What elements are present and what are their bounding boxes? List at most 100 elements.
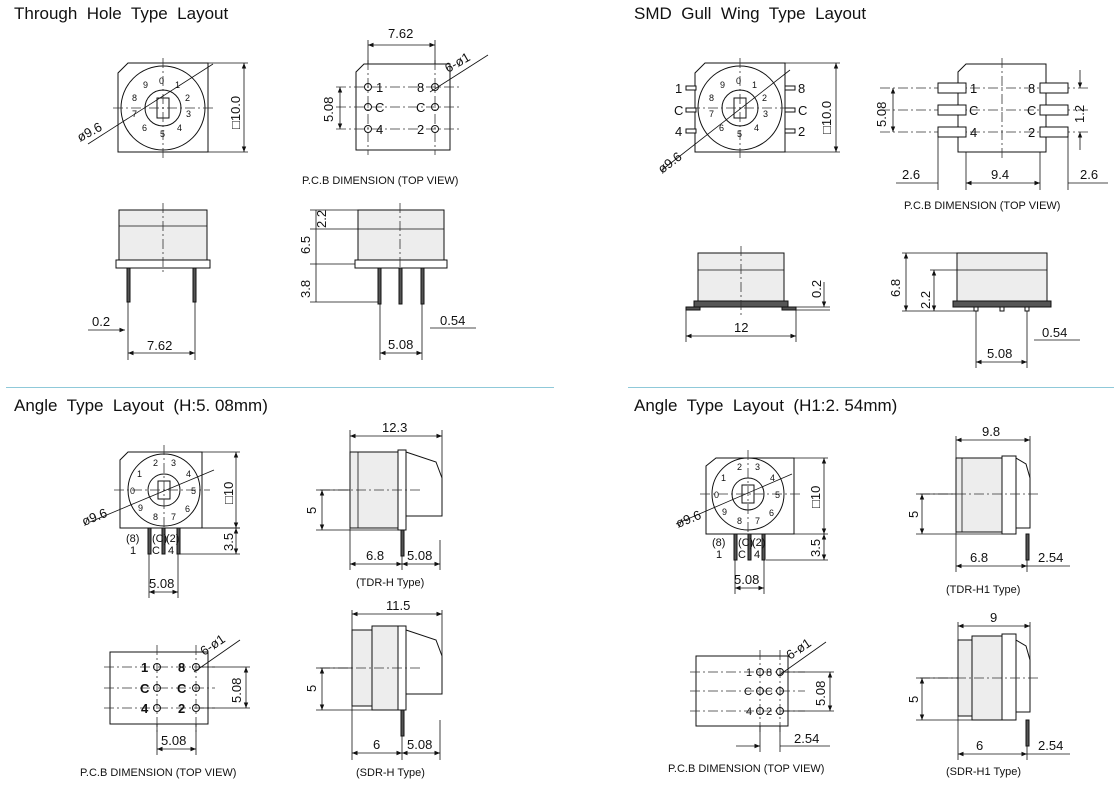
th-dial-7: 7 [132,109,137,119]
angle-h1-pcb-pitch-label: 5.08 [813,681,828,706]
th-side-body-label: 6.5 [298,236,313,254]
smd-top-view: 1 C 4 8 C 2 ø9.6 □10.0 [655,58,840,176]
smd-dial-9: 9 [720,80,725,90]
th-pin-8: 8 [417,80,424,95]
angle-h1-pin-8b: (8) [712,537,725,549]
smd-pcb-pin-2: 2 [1028,125,1035,140]
caption-pcb-dimension-th: P.C.B DIMENSION (TOP VIEW) [302,175,459,187]
angle-h-pcb-pitch-label: 5.08 [229,678,244,703]
angle-h-dial-8: 8 [153,512,158,522]
angle-h1-pcb-span-label: 2.54 [794,731,819,746]
tdr-h-d508-label: 5.08 [407,548,432,563]
title-angle-h1254: Angle Type Layout (H1:2. 54mm) [634,396,898,415]
smd-dia-label: ø9.6 [655,149,685,177]
tdr-h1-d254-label: 2.54 [1038,550,1063,565]
angle-h-front-view: ø9.6 □10 (8) (C) (2) 1 C 4 5.08 3.5 [80,445,240,598]
th-side-top-label: 2.2 [314,210,329,228]
angle-h1-pcb-pin-c-left: C [744,686,752,698]
angle-h-dial-5: 5 [191,486,196,496]
angle-h1-pcb-pin-8: 8 [766,667,772,679]
smd-pcb-pin-c-right: C [1027,103,1036,118]
smd-dial-8: 8 [709,93,714,103]
th-dia-label: ø9.6 [74,119,104,144]
th-side-pinw-label: 0.54 [440,313,465,328]
smd-pin-4: 4 [675,124,682,139]
angle-h1-dial-1: 1 [721,473,726,483]
smd-pcb-pin-8: 8 [1028,81,1035,96]
smd-pcb-pin-4: 4 [970,125,977,140]
th-pin-c-left: C [375,100,384,115]
smd-pin-1: 1 [675,81,682,96]
smd-dial-3: 3 [763,109,768,119]
angle-h-size-label: □10 [221,482,236,504]
smd-pcb-pin-c-left: C [969,103,978,118]
angle-h1-pin-2b: (2) [752,537,765,549]
angle-h1-pin-cb: (C) [738,537,753,549]
title-through-hole: Through Hole Type Layout [14,4,229,23]
th-dial-0: 0 [159,76,164,86]
sdr-h1-height-label: 5 [906,696,921,703]
angle-h-dial-6: 6 [185,504,190,514]
caption-tdr-h: (TDR-H Type) [356,577,425,589]
angle-h-dial-2: 2 [153,458,158,468]
th-dial-1: 1 [175,80,180,90]
smd-pad-right-label: 2.6 [1080,167,1098,182]
th-dial-3: 3 [186,109,191,119]
smd-dial-5: 5 [737,129,742,139]
angle-h1-pcb-pin-1: 1 [746,667,752,679]
angle-h-pcb-span-label: 5.08 [161,733,186,748]
angle-h-dial-4: 4 [186,469,191,479]
tdr-h1-d68-label: 6.8 [970,550,988,565]
angle-h1-pitch-label: 5.08 [734,572,759,587]
smd-side-pinw-label: 0.54 [1042,325,1067,340]
angle-h-pcb-dimension: 1 C 4 8 C 2 6-ø1 5.08 5.08 [104,631,250,755]
angle-h1-dial-5: 5 [775,490,780,500]
th-front-width-label: 7.62 [147,338,172,353]
smd-pin-c-left: C [674,103,683,118]
smd-pin-8: 8 [798,81,805,96]
title-smd: SMD Gull Wing Type Layout [634,4,867,23]
smd-side-view: 6.8 2.2 5.08 0.54 [888,252,1080,368]
angle-h1-pin-c: C [738,549,746,561]
angle-h-dial-1: 1 [137,469,142,479]
th-pin-c-right: C [416,100,425,115]
th-pin-2: 2 [417,122,424,137]
angle-h1-pin-1: 1 [716,549,722,561]
sdr-h1-d254-label: 2.54 [1038,738,1063,753]
angle-h1-dia-label: ø9.6 [674,507,704,531]
angle-h1-dial-4: 4 [770,473,775,483]
smd-side-pitch-label: 5.08 [987,346,1012,361]
angle-h-pin-4: 4 [168,545,174,557]
angle-h-pcb-pin-4: 4 [141,701,149,716]
smd-pad-label: 1.2 [1072,105,1087,123]
caption-pcb-dimension-angle-h1: P.C.B DIMENSION (TOP VIEW) [668,763,825,775]
th-pcb-dimension: 1 C 4 8 C 2 7.62 6-ø1 5.08 [321,26,489,155]
smd-side-body-label: 2.2 [918,291,933,309]
smd-dial-2: 2 [762,93,767,103]
tdr-h1-side-view: 9.8 5 6.8 2.54 [906,424,1070,572]
angle-h1-pcb-hole-label: 6-ø1 [783,635,814,662]
section-divider-right [628,387,1114,388]
smd-front-thk-label: 0.2 [809,280,824,298]
th-top-view: ø9.6 □10.0 [74,58,248,158]
th-hole-label: 6-ø1 [442,49,473,75]
tdr-h-length-label: 12.3 [382,420,407,435]
sdr-h1-side-view: 9 5 6 2.54 [906,610,1070,760]
sdr-h-length-label: 11.5 [386,598,410,613]
sdr-h-d6-label: 6 [373,737,380,752]
tdr-h-height-label: 5 [304,507,319,514]
caption-pcb-dimension-angle-h: P.C.B DIMENSION (TOP VIEW) [80,767,237,779]
angle-h1-dial-9: 9 [722,507,727,517]
angle-h1-pcb-pin-2: 2 [766,706,772,718]
angle-h1-pin-height-label: 3.5 [808,539,823,557]
angle-h-dial-7: 7 [171,512,176,522]
th-pin-4: 4 [376,122,383,137]
sdr-h-side-view: 11.5 5 6 5.08 [304,598,443,760]
angle-h-pcb-hole-label: 6-ø1 [197,631,228,658]
angle-h1-pin-4: 4 [754,549,760,561]
sdr-h-d508-label: 5.08 [407,737,432,752]
title-angle-h508: Angle Type Layout (H:5. 08mm) [14,396,268,415]
smd-side-height-label: 6.8 [888,279,903,297]
sdr-h1-d6-label: 6 [976,738,983,753]
